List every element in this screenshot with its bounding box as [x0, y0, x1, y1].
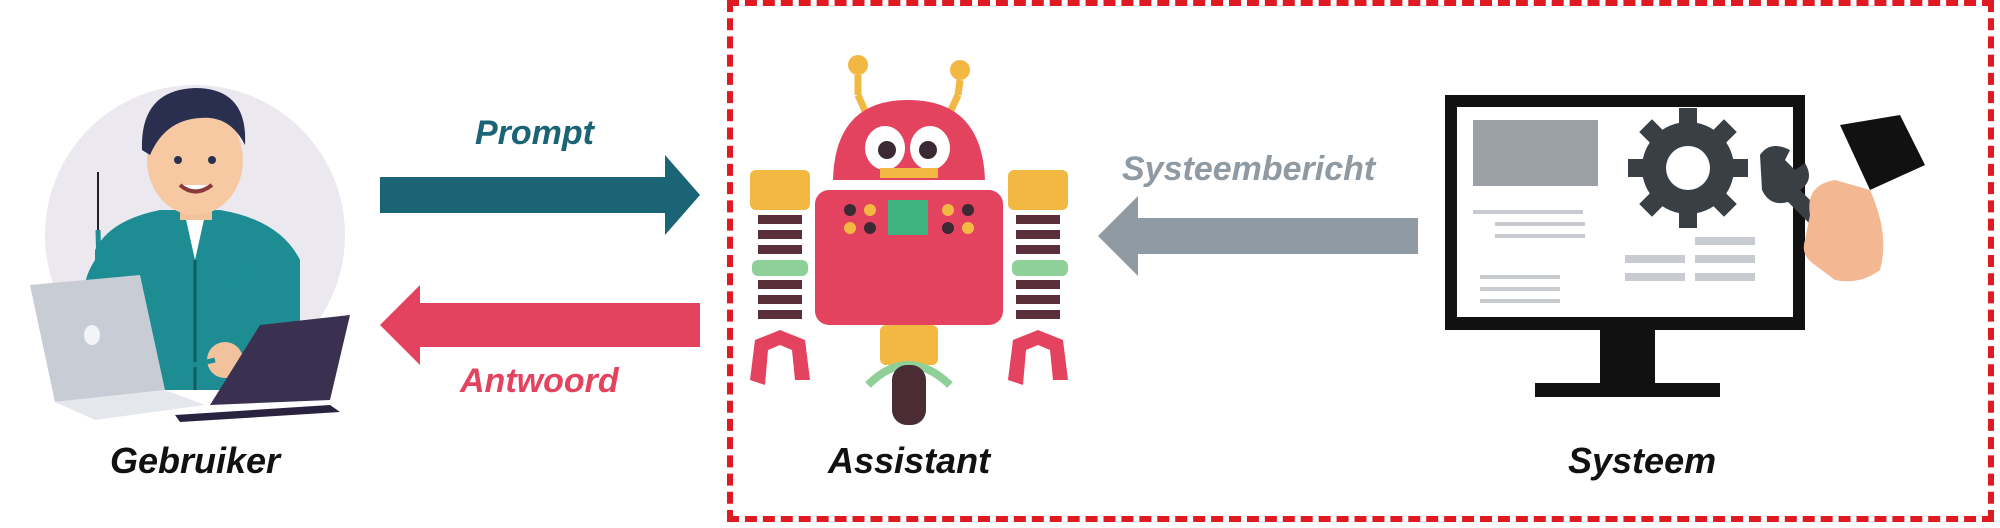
antwoord-arrow-icon [380, 285, 700, 365]
robot-illustration-icon [750, 55, 1068, 425]
user-illustration-icon [30, 85, 350, 422]
antwoord-label: Antwoord [460, 362, 619, 400]
gebruiker-label: Gebruiker [110, 440, 281, 481]
prompt-label: Prompt [475, 114, 594, 152]
systeem-label: Systeem [1568, 440, 1717, 481]
systeembericht-label: Systeembericht [1122, 150, 1376, 188]
assistant-label: Assistant [828, 440, 991, 481]
systeembericht-arrow-icon [1098, 196, 1418, 276]
system-illustration-icon [1445, 95, 1925, 397]
assistant-boundary-box [727, 0, 1994, 522]
prompt-arrow-icon [380, 155, 700, 235]
